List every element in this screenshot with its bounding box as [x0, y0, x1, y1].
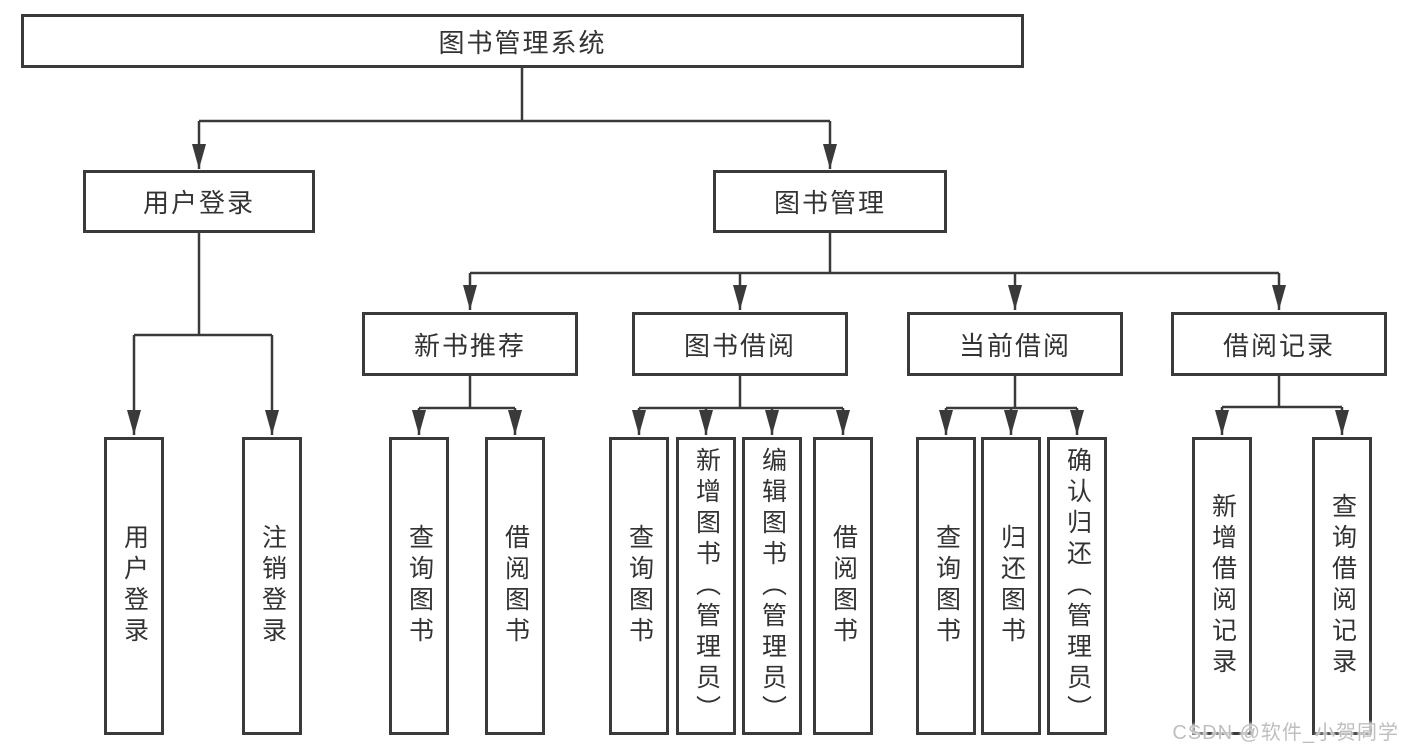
node-user-login-label: 用户登录 [142, 188, 255, 218]
node-current-borrow-label: 当前借阅 [958, 330, 1071, 361]
node-leaf-add-borrow-record: 新增借阅记录 [1192, 437, 1252, 735]
node-book-borrow: 图书借阅 [632, 312, 848, 376]
connector-user-login-split [127, 233, 279, 435]
node-leaf-borrow-books-2-label: 借阅图书 [829, 524, 858, 648]
node-leaf-query-books-3: 查询图书 [916, 437, 976, 735]
node-leaf-add-book-admin: 新增图书（管理员） [676, 437, 736, 735]
node-leaf-query-borrow-record: 查询借阅记录 [1312, 437, 1372, 735]
node-root: 图书管理系统 [21, 14, 1024, 68]
node-book-mgmt-label: 图书管理 [773, 188, 886, 218]
connector-current-borrow-split [939, 376, 1084, 435]
node-leaf-query-books-2: 查询图书 [609, 437, 669, 735]
node-leaf-user-login-label: 用户登录 [120, 524, 149, 648]
node-leaf-borrow-books-1: 借阅图书 [485, 437, 545, 735]
node-leaf-return-book-label: 归还图书 [997, 524, 1026, 648]
node-leaf-confirm-return-admin: 确认归还（管理员） [1047, 437, 1107, 735]
node-book-borrow-label: 图书借阅 [683, 330, 796, 361]
node-leaf-edit-book-admin-label: 编辑图书（管理员） [758, 446, 787, 726]
node-user-login: 用户登录 [83, 170, 315, 233]
node-leaf-edit-book-admin: 编辑图书（管理员） [742, 437, 802, 735]
node-leaf-query-books-1: 查询图书 [389, 437, 449, 735]
node-leaf-logout: 注销登录 [242, 437, 302, 735]
node-book-mgmt: 图书管理 [713, 170, 947, 233]
connector-new-book-rec-split [412, 376, 522, 435]
connector-root-split [192, 67, 837, 169]
connector-book-mgmt-split [463, 233, 1286, 310]
node-leaf-return-book: 归还图书 [981, 437, 1041, 735]
node-borrow-record-label: 借阅记录 [1222, 330, 1335, 361]
node-leaf-user-login: 用户登录 [104, 437, 164, 735]
node-new-book-rec: 新书推荐 [362, 312, 578, 376]
node-borrow-record: 借阅记录 [1171, 312, 1387, 376]
connector-borrow-record-split [1215, 376, 1349, 435]
node-leaf-borrow-books-2: 借阅图书 [813, 437, 873, 735]
csdn-watermark: CSDN @软件_小贺同学 [1172, 722, 1399, 744]
node-leaf-add-borrow-record-label: 新增借阅记录 [1208, 493, 1237, 679]
node-new-book-rec-label: 新书推荐 [413, 330, 526, 361]
node-leaf-add-book-admin-label: 新增图书（管理员） [692, 446, 721, 726]
node-leaf-query-books-1-label: 查询图书 [405, 524, 434, 648]
node-leaf-query-books-3-label: 查询图书 [932, 524, 961, 648]
node-current-borrow: 当前借阅 [907, 312, 1123, 376]
node-leaf-borrow-books-1-label: 借阅图书 [501, 524, 530, 648]
connector-book-borrow-split [632, 376, 850, 435]
node-leaf-logout-label: 注销登录 [258, 524, 287, 648]
node-leaf-query-books-2-label: 查询图书 [625, 524, 654, 648]
node-root-label: 图书管理系统 [438, 27, 607, 58]
node-leaf-confirm-return-admin-label: 确认归还（管理员） [1063, 446, 1092, 726]
node-leaf-query-borrow-record-label: 查询借阅记录 [1328, 493, 1357, 679]
